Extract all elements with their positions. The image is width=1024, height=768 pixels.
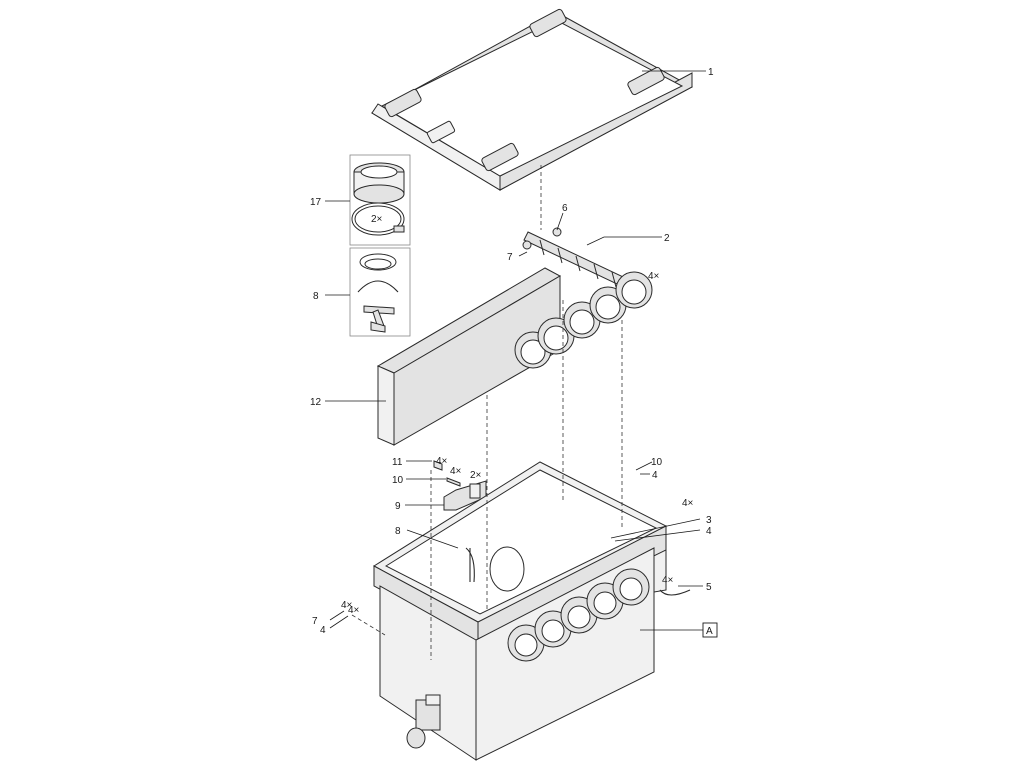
kit-frame-8: [349, 247, 411, 337]
label-7-left: 7: [312, 616, 318, 627]
qty-4-right: 4×: [682, 498, 694, 509]
hose-part-5: [659, 589, 691, 596]
label-7-top: 7: [507, 252, 513, 263]
label-3: 3: [706, 515, 712, 526]
label-11: 11: [392, 457, 403, 468]
hose-part-8-on-box: [465, 547, 475, 583]
label-4-right-mid: 4: [706, 526, 712, 537]
qty-11: 4×: [436, 456, 448, 467]
label-12: 12: [310, 397, 322, 408]
label-6: 6: [562, 203, 568, 214]
distribution-pipe-2: [514, 227, 653, 369]
label-9: 9: [395, 501, 401, 512]
part-labels: 1 2 6 7 17 8 12 11 10 9 8 10 4 3 4 5 7 4: [310, 67, 714, 636]
qty-7-bottom: 4×: [348, 605, 360, 616]
reference-label-a: A: [706, 626, 713, 637]
label-4-right-top: 4: [652, 470, 658, 481]
drain-valve: [406, 694, 441, 749]
assembly-guide-lines: [351, 165, 623, 660]
label-10-right: 10: [651, 457, 663, 468]
qty-5: 4×: [662, 575, 674, 586]
reference-box-a: A: [702, 622, 718, 638]
qty-10: 4×: [450, 466, 462, 477]
quantity-labels: 2× 4× 4× 4× 2× 4× 4× 4× 4×: [341, 214, 694, 616]
box-outlets: [507, 568, 650, 662]
lid-part-1: [370, 8, 694, 191]
qty-7-top: 4×: [341, 600, 353, 611]
label-17: 17: [310, 197, 322, 208]
label-10-left: 10: [392, 475, 404, 486]
qty-17: 2×: [371, 214, 383, 225]
pipe-fitting-rings: [514, 271, 653, 369]
filter-box-body: [373, 461, 691, 761]
label-4-left: 4: [320, 625, 326, 636]
qty-2: 4×: [648, 271, 660, 282]
kit-frame-17: [349, 154, 411, 246]
qty-9: 2×: [470, 470, 482, 481]
label-1: 1: [708, 67, 714, 78]
leader-lines: [325, 70, 706, 631]
bracket-parts-11-10-9: [433, 460, 487, 511]
label-8-top: 8: [313, 291, 319, 302]
label-2: 2: [664, 233, 670, 244]
label-8-bottom: 8: [395, 526, 401, 537]
label-5: 5: [706, 582, 712, 593]
